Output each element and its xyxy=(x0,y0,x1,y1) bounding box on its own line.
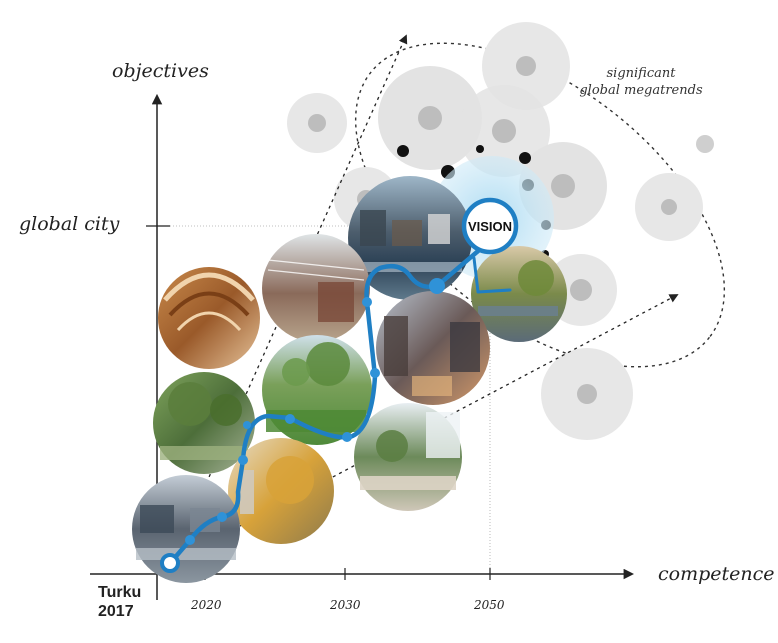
svg-text:VISION: VISION xyxy=(468,219,512,234)
wooden-pavilion-photo xyxy=(158,267,260,369)
megatrends-line-1: significant xyxy=(606,66,676,81)
start-city-label: Turku 2017 xyxy=(98,583,141,621)
autumn-park-photo xyxy=(228,438,334,544)
start-year: 2017 xyxy=(98,603,134,620)
upper-trajectory-arrow xyxy=(171,34,408,561)
lower-trajectory-arrow xyxy=(171,294,679,563)
market-square-photo xyxy=(354,403,462,511)
city-street-dusk-photo xyxy=(376,291,490,405)
start-city-name: Turku xyxy=(98,584,142,601)
megatrends-line-2: global megatrends xyxy=(579,83,703,98)
tick-2030: 2030 xyxy=(330,598,361,612)
start-node xyxy=(160,553,180,573)
megatrends-boundary xyxy=(354,42,726,368)
tick-2050: 2050 xyxy=(474,598,505,612)
green-street-photo xyxy=(153,372,255,474)
riverside-trees-photo xyxy=(471,246,567,342)
global-city-label: global city xyxy=(19,213,120,235)
tick-2020: 2020 xyxy=(191,598,222,612)
megatrends-label: significant global megatrends xyxy=(566,65,716,99)
covered-plaza-photo xyxy=(262,234,370,342)
x-axis-label: competence xyxy=(658,563,775,585)
path-nodes xyxy=(185,278,445,545)
park-lawn-photo xyxy=(262,335,372,445)
y-axis-label: objectives xyxy=(112,60,209,82)
vision-node: VISION xyxy=(461,197,519,255)
turku-street-photo xyxy=(132,475,240,583)
